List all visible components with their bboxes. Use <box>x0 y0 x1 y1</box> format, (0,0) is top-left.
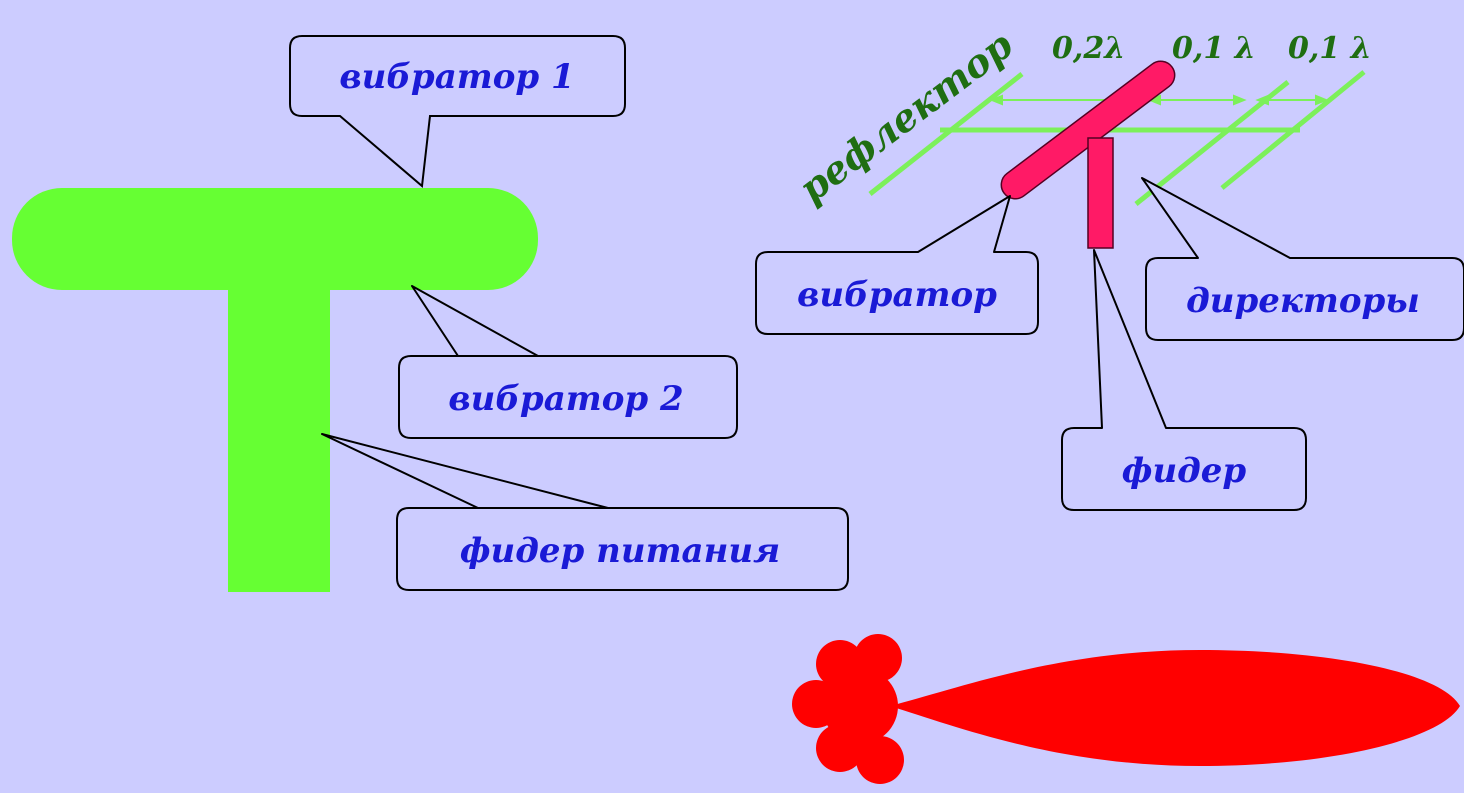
spacing-arrow-3-head-left <box>1255 94 1269 106</box>
callout-vibrator-1-text: вибратор 1 <box>339 57 574 97</box>
callout-feeder-supply-text: фидер питания <box>460 531 780 571</box>
feeder-stem <box>228 270 330 592</box>
callout-yagi-vibrator-text: вибратор <box>797 275 997 315</box>
callout-vibrator-1: вибратор 1 <box>289 35 626 188</box>
callout-feeder-supply-bubble <box>321 433 849 591</box>
spacing-label-1: 0,2λ <box>1052 31 1125 66</box>
yagi-feeder <box>1087 137 1114 249</box>
spacing-label-2: 0,1 λ <box>1172 31 1256 66</box>
callout-yagi-feeder-text: фидер <box>1122 451 1247 491</box>
vibrator-bar <box>12 188 538 290</box>
t-antenna <box>12 188 538 592</box>
reflector-label: рефлектор <box>790 22 1021 212</box>
spacing-arrow-3-head-right <box>1315 94 1329 106</box>
callout-vibrator-2-text: вибратор 2 <box>448 379 683 419</box>
callout-vibrator-1-bubble <box>289 35 626 188</box>
spacing-arrow-2-head-left <box>1147 94 1161 106</box>
callout-feeder-supply: фидер питания <box>321 433 849 591</box>
director-element-2 <box>1220 70 1366 190</box>
yagi-antenna <box>868 60 1366 249</box>
callout-directors-text: директоры <box>1186 281 1420 321</box>
spacing-label-3: 0,1 λ <box>1288 31 1372 66</box>
radiation-pattern <box>792 634 1460 784</box>
callout-yagi-feeder: фидер <box>1061 249 1307 511</box>
callout-directors: директоры <box>1141 177 1464 341</box>
callout-yagi-vibrator: вибратор <box>755 195 1039 335</box>
back-lobe-5 <box>856 736 904 784</box>
callout-directors-bubble <box>1141 177 1464 341</box>
spacing-arrows <box>989 94 1329 106</box>
reflector-element <box>868 72 1024 196</box>
spacing-arrow-2-head-right <box>1233 94 1247 106</box>
spacing-arrow-1-head-left <box>989 94 1003 106</box>
radiation-main-lobe <box>890 650 1460 766</box>
callout-vibrator-2: вибратор 2 <box>398 285 738 439</box>
callout-yagi-vibrator-bubble <box>755 195 1039 335</box>
callout-yagi-feeder-bubble <box>1061 249 1307 511</box>
back-lobe-center <box>822 668 898 744</box>
callout-vibrator-2-bubble <box>398 285 738 439</box>
